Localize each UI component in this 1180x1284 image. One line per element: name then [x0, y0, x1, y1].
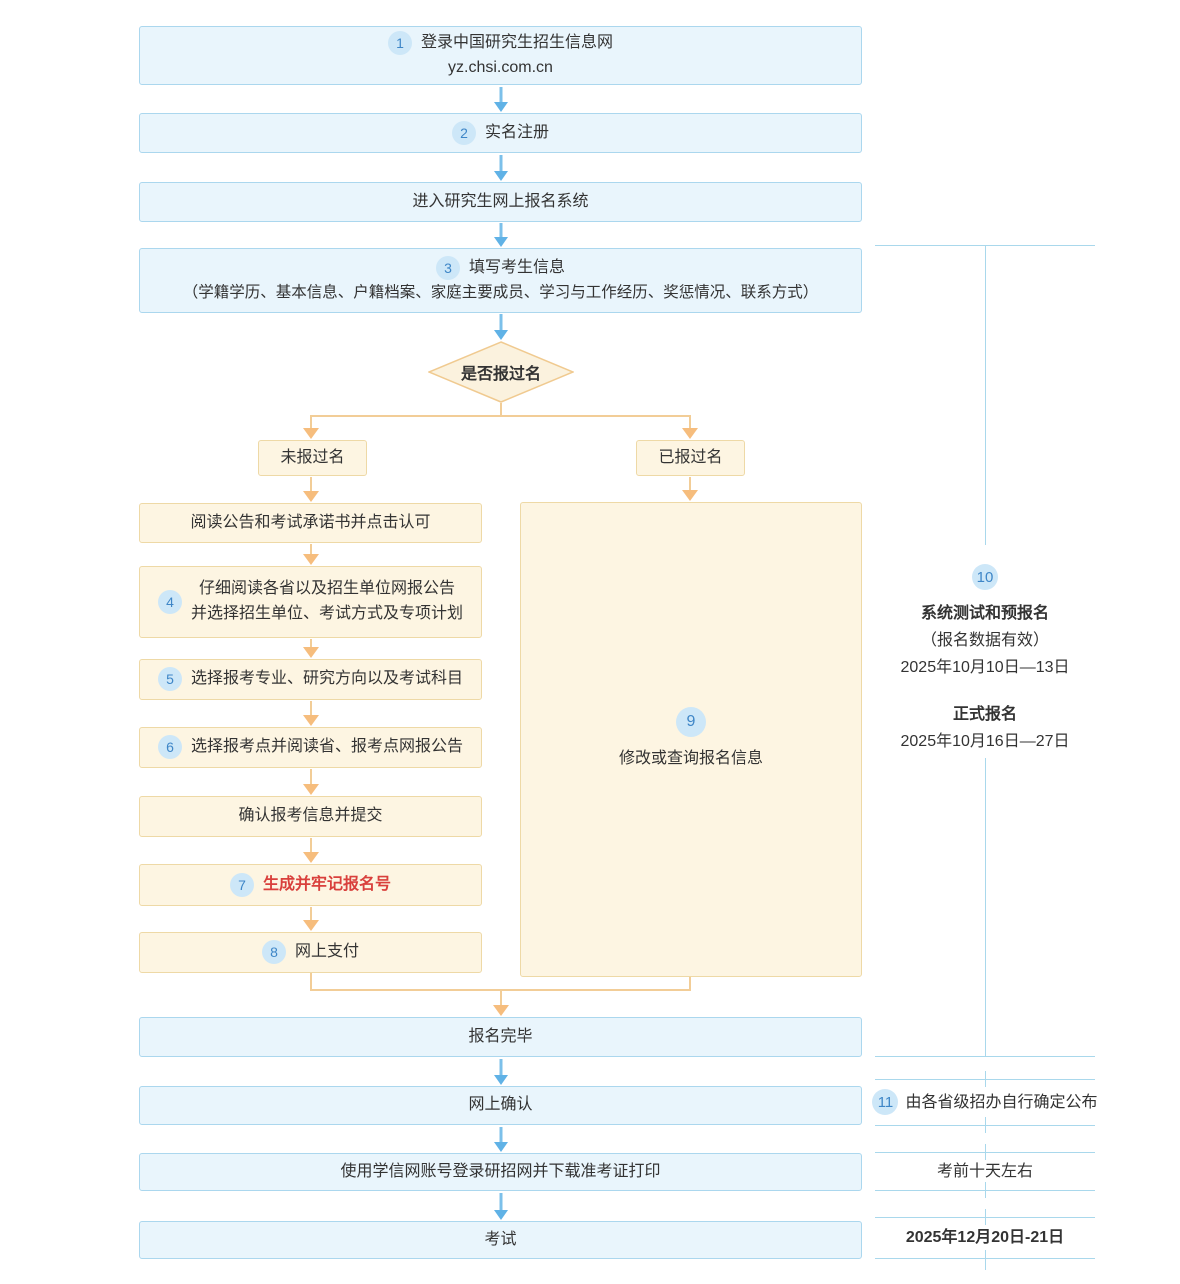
step-register-label: 实名注册	[484, 123, 549, 141]
step-enter-system-box: 进入研究生网上报名系统	[139, 182, 862, 222]
step-registration-done-box: 报名完毕	[139, 1017, 862, 1057]
step-online-payment-label: 网上支付	[294, 943, 359, 961]
sidebar-number-badge: 10	[972, 564, 998, 590]
step-login-label: 登录中国研究生招生信息网	[420, 33, 613, 51]
step-read-notice-label: 阅读公告和考试承诺书并点击认可	[190, 513, 431, 531]
branch-registered-box: 已报过名	[636, 440, 745, 476]
step-enter-system-label: 进入研究生网上报名系统	[412, 192, 589, 210]
flow-arrow-down-icon	[493, 991, 509, 1016]
sidebar-tick-line	[985, 1250, 986, 1270]
step-number-badge: 5	[157, 667, 182, 692]
pre-registration-date: 2025年10月10日—13日	[900, 659, 1070, 676]
step-number-badge: 9	[676, 707, 706, 738]
connector-line	[310, 973, 312, 991]
flow-arrow-down-icon	[303, 477, 319, 502]
step-login-url: yz.chsi.com.cn	[448, 58, 553, 76]
confirm-note-label: 由各省级招办自行确定公布	[905, 1093, 1098, 1111]
flow-arrow-down-icon	[303, 415, 319, 439]
connector-line	[310, 989, 691, 991]
sidebar-tick-line	[985, 1117, 986, 1133]
sidebar-item-exam-date: 2025年12月20日-21日	[860, 1217, 1110, 1258]
flow-arrow-down-icon	[303, 769, 319, 795]
step-fill-info-box: 3 填写考生信息 （学籍学历、基本信息、户籍档案、家庭主要成员、学习与工作经历、…	[139, 248, 862, 313]
step-remember-number-box: 7 生成并牢记报名号	[139, 864, 482, 906]
sidebar-guide-line	[985, 245, 986, 545]
flow-arrow-down-icon	[303, 544, 319, 565]
flow-arrow-down-icon	[682, 477, 698, 501]
step-number-badge: 2	[451, 120, 476, 145]
step-remember-number-label: 生成并牢记报名号	[262, 875, 391, 893]
step-download-ticket-label: 使用学信网账号登录研招网并下载准考证打印	[340, 1162, 661, 1180]
sidebar-tick-line	[985, 1071, 986, 1087]
diamond-shape-icon	[428, 341, 574, 403]
step-choose-major-label: 选择报考专业、研究方向以及考试科目	[190, 670, 463, 688]
step-number-badge: 6	[157, 735, 182, 760]
sidebar-item-confirm-note: 11 由各省级招办自行确定公布	[860, 1079, 1110, 1125]
sidebar-item-ticket-note: 考前十天左右	[860, 1152, 1110, 1190]
connector-line	[500, 403, 502, 416]
official-registration-date: 2025年10月16日—27日	[900, 733, 1070, 750]
step-register-box: 2 实名注册	[139, 113, 862, 153]
decision-diamond: 是否报过名	[428, 341, 574, 403]
step-number-badge: 7	[229, 872, 254, 897]
flow-arrow-down-icon	[493, 314, 509, 340]
connector-line	[689, 977, 691, 991]
connector-line	[311, 415, 691, 417]
step-online-confirm-label: 网上确认	[468, 1096, 533, 1114]
flow-arrow-down-icon	[303, 907, 319, 931]
step-modify-query-box: 9 修改或查询报名信息	[520, 502, 862, 977]
sidebar-tick-line	[985, 1144, 986, 1160]
flow-arrow-down-icon	[493, 1059, 509, 1085]
sidebar-tick-line	[985, 1209, 986, 1225]
step-number-badge: 4	[157, 590, 182, 614]
flow-arrow-down-icon	[493, 87, 509, 112]
sidebar-separator-line	[875, 1056, 1095, 1057]
step-online-confirm-box: 网上确认	[139, 1086, 862, 1125]
flow-arrow-down-icon	[303, 838, 319, 863]
step-number-badge: 3	[435, 256, 460, 281]
flow-arrow-down-icon	[303, 701, 319, 726]
pre-registration-title: 系统测试和预报名	[920, 605, 1049, 622]
step-login-box: 1 登录中国研究生招生信息网 yz.chsi.com.cn	[139, 26, 862, 85]
sidebar-guide-line	[985, 758, 986, 1056]
step-online-payment-box: 8 网上支付	[139, 932, 482, 973]
flow-arrow-down-icon	[493, 1127, 509, 1152]
official-registration-title: 正式报名	[952, 706, 1017, 723]
flow-arrow-down-icon	[303, 639, 319, 658]
step-confirm-submit-box: 确认报考信息并提交	[139, 796, 482, 837]
flow-arrow-down-icon	[682, 415, 698, 439]
step-read-notice-box: 阅读公告和考试承诺书并点击认可	[139, 503, 482, 543]
step-modify-query-label: 修改或查询报名信息	[618, 750, 763, 768]
step-fill-info-subtitle: （学籍学历、基本信息、户籍档案、家庭主要成员、学习与工作经历、奖惩情况、联系方式…	[182, 283, 819, 301]
exam-date-label: 2025年12月20日-21日	[905, 1229, 1065, 1246]
decision-label: 是否报过名	[460, 366, 541, 383]
step-confirm-submit-label: 确认报考信息并提交	[238, 807, 383, 825]
flow-arrow-down-icon	[493, 223, 509, 247]
step-exam-box: 考试	[139, 1221, 862, 1259]
sidebar-tick-line	[985, 1182, 986, 1198]
step-choose-exam-site-label: 选择报考点并阅读省、报考点网报公告	[190, 738, 463, 756]
step-read-bulletins-line1: 仔细阅读各省以及招生单位网报公告	[198, 580, 455, 598]
ticket-note-label: 考前十天左右	[936, 1162, 1033, 1180]
branch-not-registered-box: 未报过名	[258, 440, 367, 476]
step-read-bulletins-box: 4 仔细阅读各省以及招生单位网报公告 并选择招生单位、考试方式及专项计划	[139, 566, 482, 638]
step-number-badge: 8	[261, 940, 286, 965]
step-exam-label: 考试	[484, 1230, 517, 1248]
branch-registered-label: 已报过名	[658, 448, 723, 466]
step-choose-exam-site-box: 6 选择报考点并阅读省、报考点网报公告	[139, 727, 482, 768]
flow-arrow-down-icon	[493, 155, 509, 181]
step-choose-major-box: 5 选择报考专业、研究方向以及考试科目	[139, 659, 482, 700]
sidebar-item-registration-dates: 系统测试和预报名 （报名数据有效） 2025年10月10日—13日 正式报名 2…	[860, 600, 1110, 755]
step-download-ticket-box: 使用学信网账号登录研招网并下载准考证打印	[139, 1153, 862, 1191]
step-fill-info-title: 填写考生信息	[468, 259, 565, 277]
step-number-badge: 1	[387, 31, 412, 56]
flow-arrow-down-icon	[493, 1193, 509, 1220]
step-registration-done-label: 报名完毕	[468, 1027, 533, 1045]
step-read-bulletins-line2: 并选择招生单位、考试方式及专项计划	[190, 605, 463, 622]
pre-registration-note: （报名数据有效）	[920, 632, 1049, 649]
sidebar-number-badge: 11	[872, 1089, 899, 1115]
branch-not-registered-label: 未报过名	[280, 448, 345, 466]
